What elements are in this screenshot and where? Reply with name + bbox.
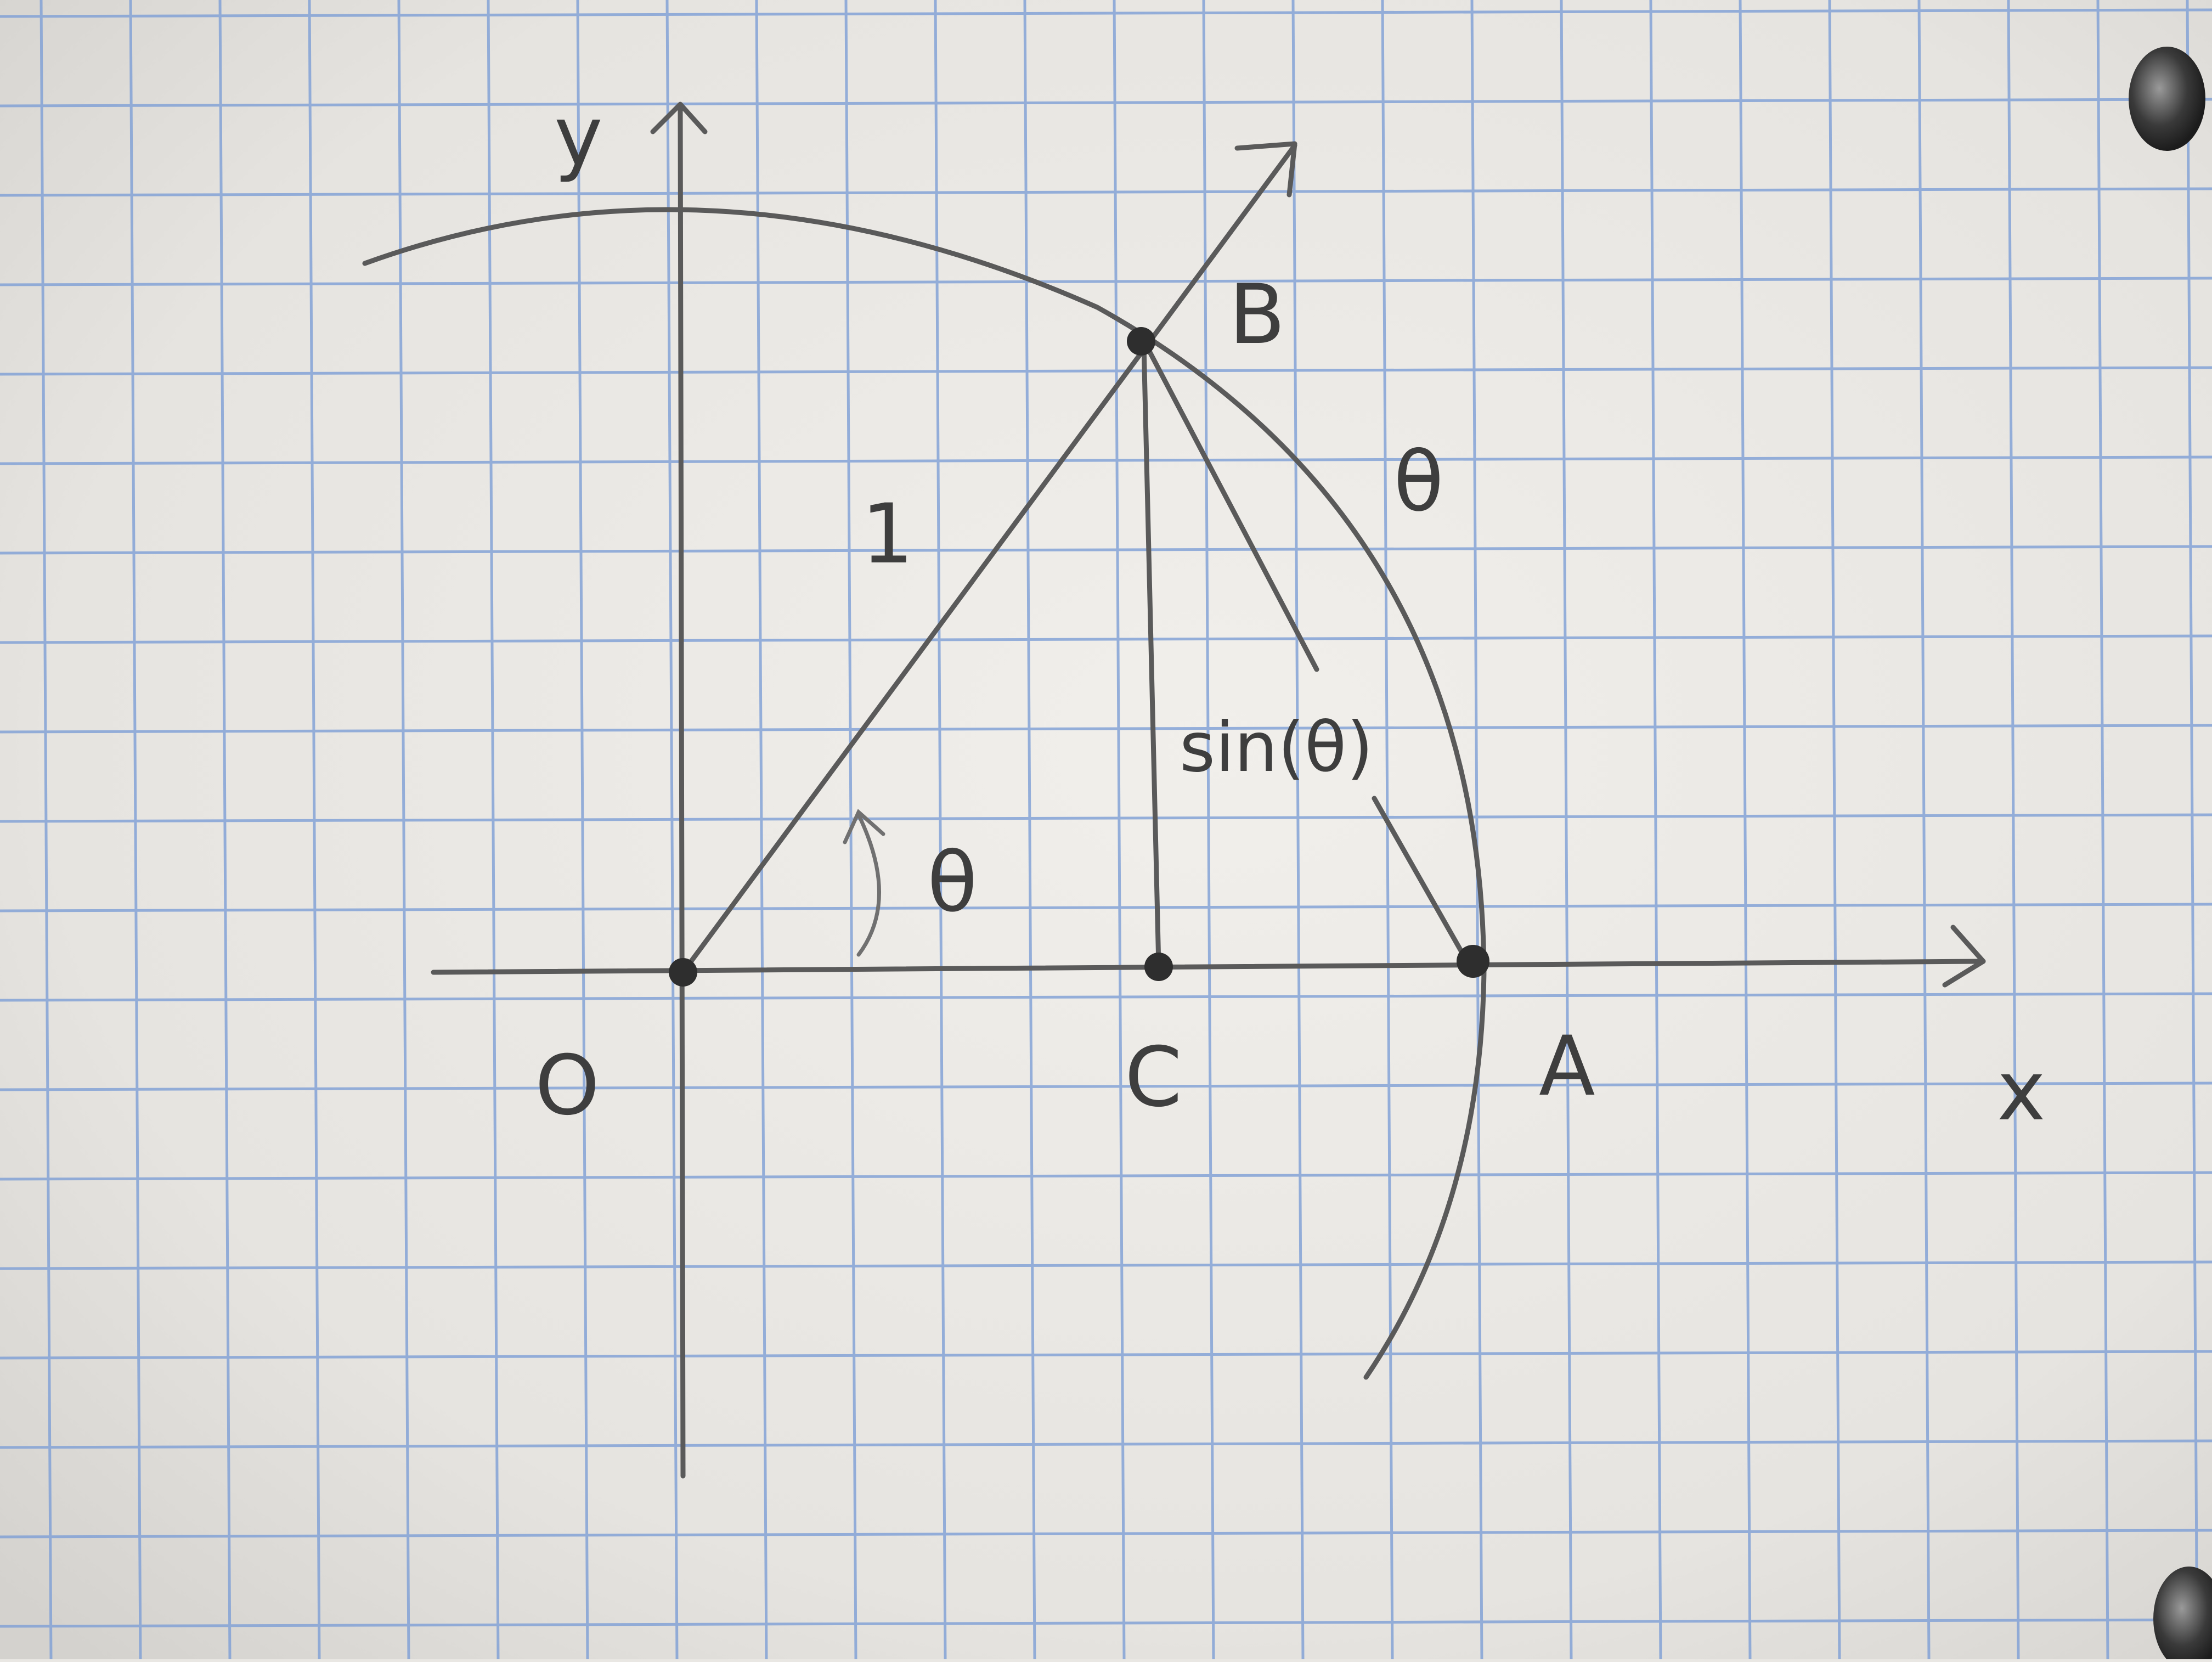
grid-line-vertical	[665, 0, 679, 1660]
grid-line-vertical	[397, 0, 410, 1660]
x-axis-label: x	[1997, 1044, 2046, 1139]
grid-line-horizontal	[0, 187, 2212, 197]
grid-line-horizontal	[0, 366, 2212, 376]
radius-ob	[680, 143, 1297, 975]
ray-arrowhead	[1234, 141, 1297, 198]
point-o-dot	[669, 958, 697, 987]
grid-line-vertical	[576, 0, 589, 1660]
grid-line-horizontal	[0, 98, 2212, 108]
angle-arc-arrowhead	[843, 809, 885, 844]
grid-line-vertical	[934, 0, 947, 1660]
grid-line-vertical	[1739, 0, 1752, 1660]
y-axis	[678, 104, 686, 1479]
binder-hole-top	[2129, 47, 2205, 151]
grid-line-horizontal	[0, 724, 2212, 734]
grid-line-vertical	[2186, 0, 2199, 1660]
grid-line-horizontal	[0, 1439, 2212, 1449]
grid-line-vertical	[308, 0, 321, 1660]
point-a-label: A	[1539, 1019, 1595, 1114]
grid-line-vertical	[1470, 0, 1483, 1660]
grid-line-vertical	[218, 0, 232, 1660]
sin-leader-top	[1147, 348, 1319, 672]
point-c-dot	[1144, 953, 1173, 981]
grid-line-vertical	[487, 0, 500, 1660]
point-o-label: O	[535, 1038, 600, 1134]
grid-line-horizontal	[0, 1618, 2212, 1628]
grid-line-horizontal	[0, 545, 2212, 555]
grid-line-vertical	[1828, 0, 1841, 1660]
point-b-label: B	[1229, 267, 1285, 363]
point-c-label: C	[1125, 1030, 1182, 1125]
binder-hole-bottom	[2153, 1567, 2212, 1662]
grid-line-horizontal	[0, 1171, 2212, 1181]
grid-line-vertical	[755, 0, 768, 1660]
unit-circle-arc	[362, 207, 1487, 1380]
grid-line-horizontal	[0, 813, 2212, 823]
grid-line-vertical	[1649, 0, 1662, 1660]
radius-label: 1	[861, 487, 913, 582]
grid-line-horizontal	[0, 277, 2212, 286]
sine-label: sin(θ)	[1180, 708, 1373, 787]
sin-leader-bottom	[1372, 796, 1468, 960]
perpendicular-bc	[1141, 343, 1161, 968]
grid-line-vertical	[2007, 0, 2020, 1660]
grid-line-vertical	[1560, 0, 1573, 1660]
grid-line-vertical	[1381, 0, 1394, 1660]
grid-line-horizontal	[0, 634, 2212, 644]
angle-arc	[856, 813, 881, 957]
grid-line-horizontal	[0, 8, 2212, 18]
grid-line-horizontal	[0, 1529, 2212, 1539]
angle-theta-label: θ	[927, 835, 978, 931]
grid-line-horizontal	[0, 1350, 2212, 1360]
grid-line-horizontal	[0, 903, 2212, 912]
arc-theta-label: θ	[1393, 435, 1444, 530]
grid-line-vertical	[2096, 0, 2109, 1660]
grid-line-horizontal	[0, 455, 2212, 465]
grid-line-vertical	[1917, 0, 1931, 1660]
y-axis-arrowhead	[650, 102, 708, 134]
point-a-dot	[1457, 945, 1489, 978]
y-axis-label: y	[554, 89, 603, 184]
grid-line-horizontal	[0, 992, 2212, 1002]
x-axis-arrowhead	[1942, 925, 1986, 988]
grid-line-vertical	[1291, 0, 1305, 1660]
grid-line-vertical	[129, 0, 142, 1660]
grid-line-vertical	[1113, 0, 1126, 1660]
grid-line-horizontal	[0, 1081, 2212, 1091]
grid-line-vertical	[40, 0, 53, 1660]
grid-line-vertical	[1202, 0, 1215, 1660]
point-b-dot	[1127, 327, 1155, 356]
grid-line-horizontal	[0, 1260, 2212, 1270]
